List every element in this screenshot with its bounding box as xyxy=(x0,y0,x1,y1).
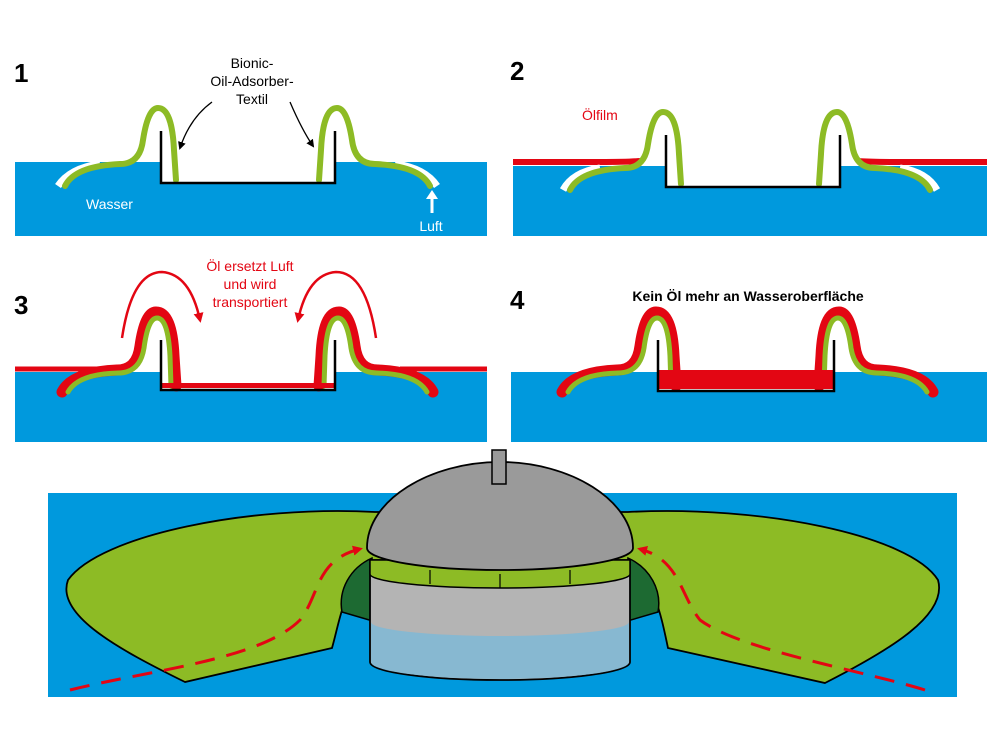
scene-oil-path-left xyxy=(69,545,363,692)
panel-3-number: 3 xyxy=(14,290,28,320)
panel-1-air-arrowhead xyxy=(426,190,438,199)
panel-4-textile-right xyxy=(821,315,930,395)
scene-dome xyxy=(366,461,634,571)
panel-1 xyxy=(15,101,487,236)
panel-3-container xyxy=(159,340,337,392)
label-wasser: Wasser xyxy=(86,196,133,212)
label-oel-line2: und wird xyxy=(224,276,277,292)
label-oel-line1: Öl ersetzt Luft xyxy=(206,257,293,274)
scene-flap-right xyxy=(623,556,660,624)
panel-3 xyxy=(15,270,487,442)
panel-1-textile-left xyxy=(62,104,179,189)
panel-4-textile-right-oil xyxy=(813,306,939,398)
panel-1-arrow-left xyxy=(178,101,213,150)
panel-4-number: 4 xyxy=(510,285,525,315)
panel-3-arrow-left xyxy=(120,270,204,339)
panel-2-water xyxy=(513,166,987,236)
panel-3-textile-left-oil xyxy=(56,306,182,398)
label-textile-line2: Oil-Adsorber- xyxy=(210,73,294,89)
panel-1-arrow-right xyxy=(289,101,315,148)
label-kein-oel: Kein Öl mehr an Wasseroberfläche xyxy=(632,288,864,304)
panel-2-air-right xyxy=(899,164,941,192)
panel-2-air-left xyxy=(559,164,601,192)
scene-flap-left xyxy=(340,556,377,624)
panel-2-textile-right xyxy=(816,108,933,193)
panel-3-oil-in-container xyxy=(162,383,334,388)
panel-2-number: 2 xyxy=(510,56,524,86)
label-oel-line3: transportiert xyxy=(213,294,288,310)
panel-3-textile-right xyxy=(321,315,430,395)
scene-oil-path-right xyxy=(637,546,926,692)
panel-2 xyxy=(513,108,987,236)
panel-1-water xyxy=(15,162,487,236)
panel-2-oil-left xyxy=(513,158,641,165)
panel-4 xyxy=(511,306,987,442)
label-luft: Luft xyxy=(419,218,442,234)
label-textile-line3: Textil xyxy=(236,91,268,107)
panel-4-container xyxy=(656,340,836,393)
scene-antenna xyxy=(491,449,507,485)
panel-4-water xyxy=(511,372,987,442)
panel-2-container xyxy=(664,135,842,189)
panel-3-textile-right-oil xyxy=(313,306,439,398)
panel-2-textile-left xyxy=(567,108,684,193)
scene-cylinder-submerged xyxy=(371,622,629,679)
panel-4-textile-left-oil xyxy=(556,306,682,398)
panel-3-arrow-right xyxy=(294,270,378,339)
skimmer-illustration xyxy=(48,449,957,697)
panel-1-number: 1 xyxy=(14,58,28,88)
label-textile-line1: Bionic- xyxy=(231,55,274,71)
panel-4-textile-left xyxy=(565,315,674,395)
panel-1-container xyxy=(159,131,337,185)
panel-3-water xyxy=(15,372,487,442)
panel-3-textile-left xyxy=(65,315,174,395)
panel-2-oil-right xyxy=(857,158,987,165)
label-oelfilm: Ölfilm xyxy=(582,106,618,123)
panel-1-textile-right xyxy=(316,104,433,189)
panel-4-oil-collected xyxy=(659,370,833,389)
